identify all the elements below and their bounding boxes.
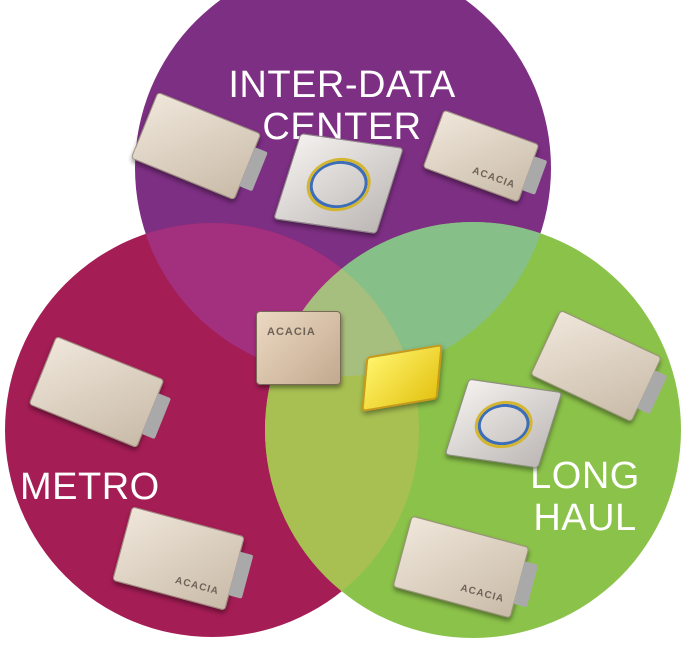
label-metro: METRO [20, 466, 160, 508]
acacia-logo: ACACIA [173, 575, 221, 598]
overlap-all [265, 223, 419, 376]
label-line: HAUL [533, 497, 637, 539]
fiber-coil [468, 397, 540, 453]
label-long-haul: LONG HAUL [520, 455, 650, 539]
label-line: LONG [530, 455, 640, 497]
acacia-logo: ACACIA [470, 165, 517, 192]
label-inter-data-center: INTER-DATA CENTER [222, 64, 462, 148]
acacia-logo: ACACIA [459, 582, 506, 606]
fiber-coil [299, 153, 378, 215]
dsp-chip-image: ACACIA [256, 311, 341, 385]
label-line: METRO [20, 466, 160, 508]
label-line: INTER-DATA [228, 64, 456, 106]
acacia-logo: ACACIA [267, 326, 316, 338]
